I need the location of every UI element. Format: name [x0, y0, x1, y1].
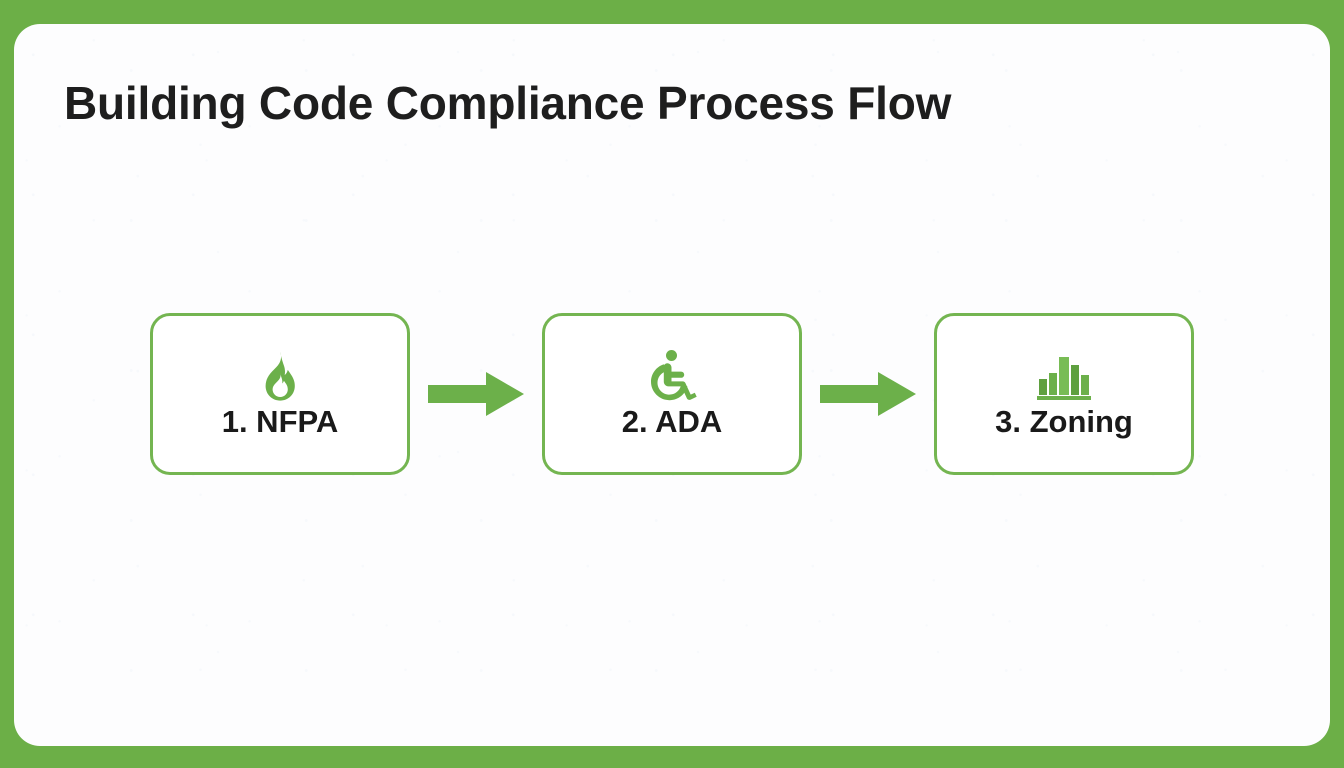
arrow-right-icon: [410, 365, 542, 423]
arrow-right-icon: [802, 365, 934, 423]
process-flow-row: 1. NFPA 2. ADA: [14, 294, 1330, 494]
wheelchair-accessibility-icon: [645, 349, 699, 401]
flow-step-nfpa[interactable]: 1. NFPA: [150, 313, 410, 475]
flow-step-label: 3. Zoning: [995, 403, 1133, 439]
page-title: Building Code Compliance Process Flow: [64, 77, 952, 129]
city-buildings-icon: [1037, 349, 1091, 401]
slide-card: Building Code Compliance Process Flow 1.…: [14, 24, 1330, 746]
flow-step-label: 2. ADA: [621, 403, 723, 439]
flow-step-label: 1. NFPA: [221, 403, 339, 439]
flow-step-zoning[interactable]: 3. Zoning: [934, 313, 1194, 475]
flow-step-ada[interactable]: 2. ADA: [542, 313, 802, 475]
flame-icon: [253, 349, 307, 401]
